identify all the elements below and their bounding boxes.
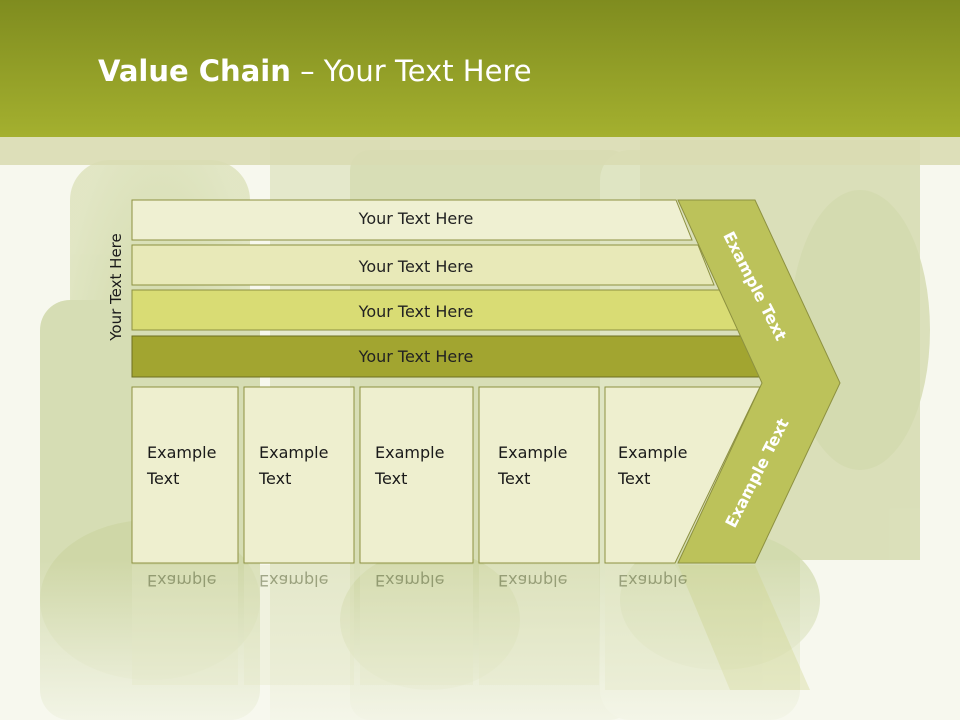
band-2-label: Your Text Here bbox=[358, 257, 474, 276]
column-3-line1: Example bbox=[375, 443, 445, 462]
band-1 bbox=[131, 199, 693, 241]
column-1 bbox=[131, 386, 239, 564]
header-stripe bbox=[0, 137, 960, 165]
column-1-label: Example Text bbox=[147, 440, 216, 492]
column-4-label: Example Text bbox=[498, 440, 567, 492]
column-5-line2: Text bbox=[618, 469, 651, 488]
column-4 bbox=[478, 386, 600, 564]
page-title: Value Chain – Your Text Here bbox=[98, 54, 532, 88]
band-2 bbox=[131, 244, 715, 286]
header-bar bbox=[0, 0, 960, 137]
column-2-line2: Text bbox=[259, 469, 292, 488]
column-3 bbox=[359, 386, 474, 564]
column-5-label: Example Text bbox=[618, 440, 687, 492]
band-3-label: Your Text Here bbox=[358, 302, 474, 321]
chevron-arrow bbox=[677, 199, 841, 564]
column-5 bbox=[604, 386, 761, 564]
column-3-line2: Text bbox=[375, 469, 408, 488]
column-1-line2: Text bbox=[147, 469, 180, 488]
column-2-line1: Example bbox=[259, 443, 329, 462]
title-rest: – Your Text Here bbox=[290, 54, 532, 88]
column-4-line2: Text bbox=[498, 469, 531, 488]
band-1-label: Your Text Here bbox=[358, 209, 474, 228]
reflection bbox=[132, 565, 810, 690]
band-4-label: Your Text Here bbox=[358, 347, 474, 366]
column-4-line1: Example bbox=[498, 443, 568, 462]
vertical-label: Your Text Here bbox=[107, 233, 125, 341]
column-5-line1: Example bbox=[618, 443, 688, 462]
title-bold: Value Chain bbox=[98, 54, 291, 88]
column-3-label: Example Text bbox=[375, 440, 444, 492]
column-1-line1: Example bbox=[147, 443, 217, 462]
column-2 bbox=[243, 386, 355, 564]
column-2-label: Example Text bbox=[259, 440, 328, 492]
